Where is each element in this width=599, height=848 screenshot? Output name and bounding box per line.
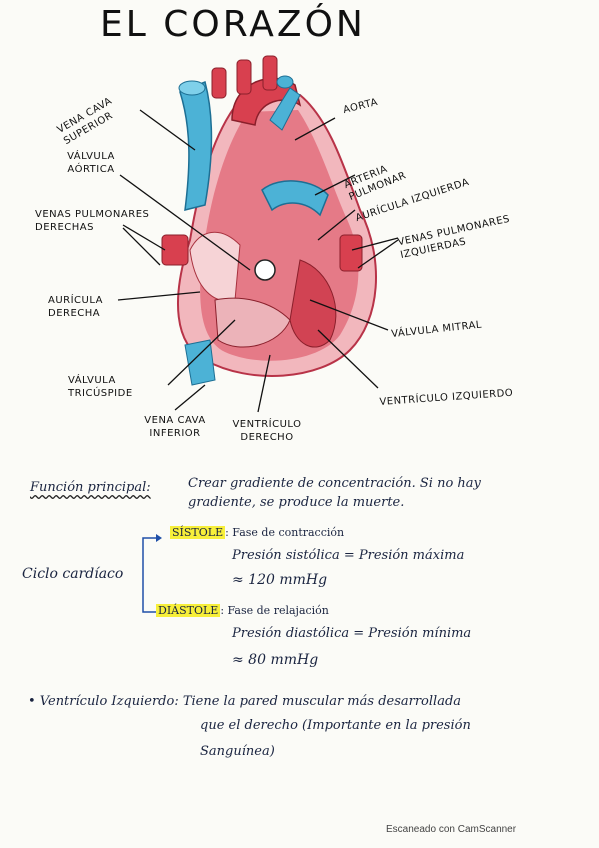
- left-ventricle: [289, 259, 337, 348]
- left-pulmonary-veins: [339, 234, 363, 272]
- diastole-desc: : Fase de relajación: [220, 604, 329, 617]
- diastole-badge: DIÁSTOLE: [156, 604, 221, 617]
- funcion-line-2: gradiente, se produce la muerte.: [188, 495, 405, 510]
- diastole-presion: Presión diastólica = Presión mínima: [232, 626, 472, 641]
- vena-cava-inferior: [184, 339, 216, 386]
- sistole-badge: SÍSTOLE: [170, 526, 226, 539]
- heart-diagram: [117, 55, 399, 413]
- diastole-valor: ≈ 80 mmHg: [232, 652, 319, 668]
- funcion-label-text: Función principal:: [30, 480, 151, 495]
- vena-cava-superior: [179, 80, 213, 211]
- aortic-valve: [254, 259, 276, 281]
- pulmonary-trunk: [269, 87, 301, 131]
- ventriculo-line-1: • Ventrículo Izquierdo: Tiene la pared m…: [28, 694, 462, 709]
- label-auricula-derecha: AURÍCULA DERECHA: [48, 295, 104, 319]
- label-ventriculo-derecho: VENTRÍCULO DERECHO: [232, 419, 302, 443]
- ciclo-label: Ciclo cardíaco: [22, 566, 124, 582]
- aorta-branch-3: [262, 55, 278, 91]
- sistole-presion: Presión sistólica = Presión máxima: [232, 548, 465, 563]
- aorta-branch-1: [211, 67, 227, 99]
- label-vena-cava-inferior: VENA CAVA INFERIOR: [144, 415, 206, 439]
- ventriculo-line-3: Sanguínea): [200, 744, 275, 759]
- camscanner-watermark: Escaneado con CamScanner: [386, 824, 517, 835]
- pulmonary-artery-end: [276, 75, 294, 89]
- diastole-row: DIÁSTOLE: Fase de relajación: [156, 604, 329, 617]
- vena-cava-superior-top: [178, 80, 206, 96]
- ventriculo-line-2: que el derecho (Importante en la presión: [200, 718, 471, 733]
- pulmonary-artery: [261, 180, 329, 217]
- label-valvula-aortica: VÁLVULA AÓRTICA: [67, 151, 115, 175]
- page-title: EL CORAZÓN: [100, 4, 366, 45]
- sistole-desc: : Fase de contracción: [225, 526, 345, 539]
- funcion-label: Función principal:: [30, 480, 151, 495]
- label-valvula-tricuspide: VÁLVULA TRICÚSPIDE: [68, 375, 133, 399]
- sistole-row: SÍSTOLE: Fase de contracción: [170, 526, 344, 539]
- aorta-branch-2: [236, 59, 252, 95]
- right-pulmonary-veins: [161, 234, 189, 266]
- label-venas-pulmonares-derechas: VENAS PULMONARES DERECHAS: [35, 209, 150, 233]
- sistole-valor: ≈ 120 mmHg: [232, 572, 328, 588]
- right-ventricle: [214, 297, 291, 348]
- funcion-line-1: Crear gradiente de concentración. Si no …: [188, 476, 481, 491]
